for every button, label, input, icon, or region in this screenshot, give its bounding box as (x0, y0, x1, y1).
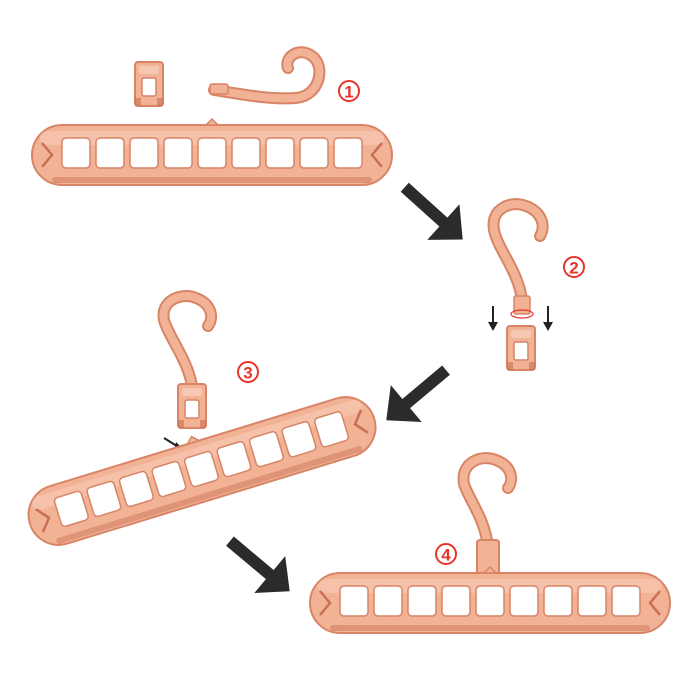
clip-piece-step-3 (177, 383, 207, 429)
step-3-group: 3 (18, 290, 385, 554)
hanger-bar-step-1 (30, 117, 394, 187)
step-4-group: 4 (308, 452, 672, 635)
step-3-badge: 3 (237, 361, 259, 383)
flow-arrow-2-to-3 (370, 351, 462, 439)
clip-piece-step-1 (134, 61, 164, 107)
clip-piece-step-2 (506, 325, 536, 371)
step-1-group: 1 (30, 46, 394, 187)
press-arrow-left (487, 305, 499, 332)
hook-step-3 (157, 290, 218, 392)
step-4-badge: 4 (435, 543, 457, 565)
step-4-number: 4 (441, 546, 451, 565)
press-arrow-right (542, 305, 554, 332)
hook-step-4 (457, 452, 518, 581)
step-1-number: 1 (344, 83, 353, 102)
step-2-badge: 2 (563, 256, 585, 278)
step-3-number: 3 (243, 364, 252, 383)
hook-step-1 (208, 46, 326, 105)
step-2-group: 2 (487, 198, 585, 371)
hanger-bar-step-4 (308, 565, 672, 635)
flow-arrow-1-to-2 (388, 169, 479, 258)
flow-arrow-3-to-4 (214, 522, 306, 610)
step-2-number: 2 (569, 259, 578, 278)
hook-step-2 (487, 198, 549, 319)
step-1-badge: 1 (338, 80, 360, 102)
